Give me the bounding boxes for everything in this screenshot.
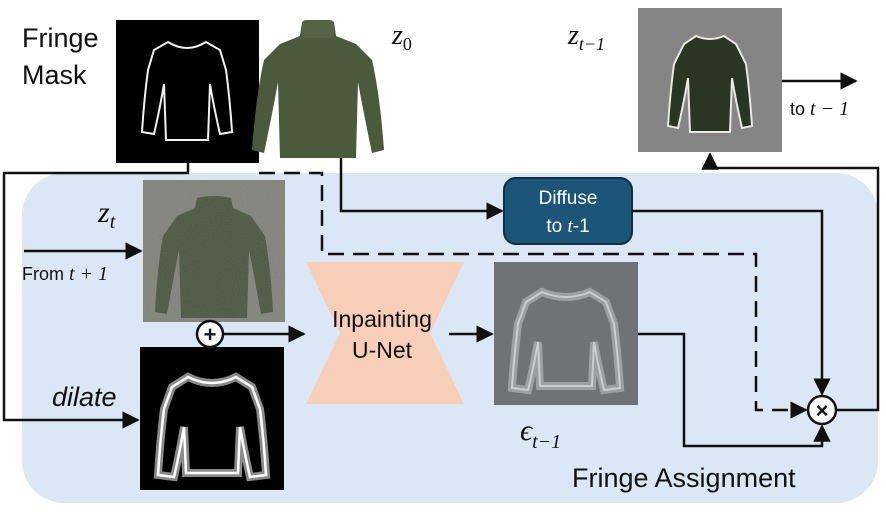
zt-minus-1-subscript: t−1 [579,34,605,54]
z0-subscript: 0 [403,34,412,54]
multiply-to-output-arrow [701,152,880,412]
z0-garment-image [252,20,384,158]
diffuse-label-line2: to t-1 [546,216,589,237]
zt-symbol: z [97,196,110,229]
connectors [2,72,880,448]
diffuse-to-multiply-arrow [632,209,831,396]
zt-minus-1-output-image [638,8,782,152]
epsilon-to-multiply-arrow [638,332,831,448]
fringe-mask-image [116,20,259,163]
diffuse-label-minus-one: -1 [573,216,590,237]
diffuse-label-line1: Diffuse [539,188,598,209]
zt-minus-1-label: zt−1 [567,20,605,54]
zt-subscript: t [110,211,116,233]
add-operator: + [195,319,225,349]
inpainting-unet-label-line2: U-Net [352,337,413,363]
fringe-mask-to-dilate-line [2,163,190,429]
epsilon-prediction-image [494,262,638,405]
zt-noisy-image [143,180,285,322]
multiply-operator-symbol: × [816,398,829,423]
to-math: t − 1 [810,98,849,120]
multiply-operator: × [806,394,838,426]
fringe-mask-label-line2: Mask [22,60,87,90]
dilate-label: dilate [52,382,117,412]
zt-label: zt [97,196,116,233]
mask-dashed-path [259,171,808,419]
z0-label: z0 [391,20,412,54]
epsilon-subscript: t−1 [532,431,561,453]
from-text: From [22,264,69,284]
add-operator-symbol: + [204,322,217,347]
epsilon-symbol: ϵ [520,414,534,447]
fringe-assignment-label: Fringe Assignment [572,463,796,493]
zt-minus-1-symbol: z [567,20,579,51]
z0-symbol: z [391,20,403,51]
to-text: to [790,99,810,119]
z0-to-diffuse-arrow [339,158,504,220]
from-math: t + 1 [69,263,108,285]
dilated-mask-image [140,347,284,490]
to-t-minus-1-label: to t − 1 [790,98,849,120]
inpainting-unet-block [306,262,464,404]
diffuse-label-to: to [546,216,567,237]
epsilon-label: ϵt−1 [520,414,561,453]
inpainting-unet-label-line1: Inpainting [332,306,432,332]
from-t-plus-1-label: From t + 1 [22,263,108,285]
diffuse-label-t: t [567,216,573,237]
fringe-mask-label-line1: Fringe [22,23,99,53]
